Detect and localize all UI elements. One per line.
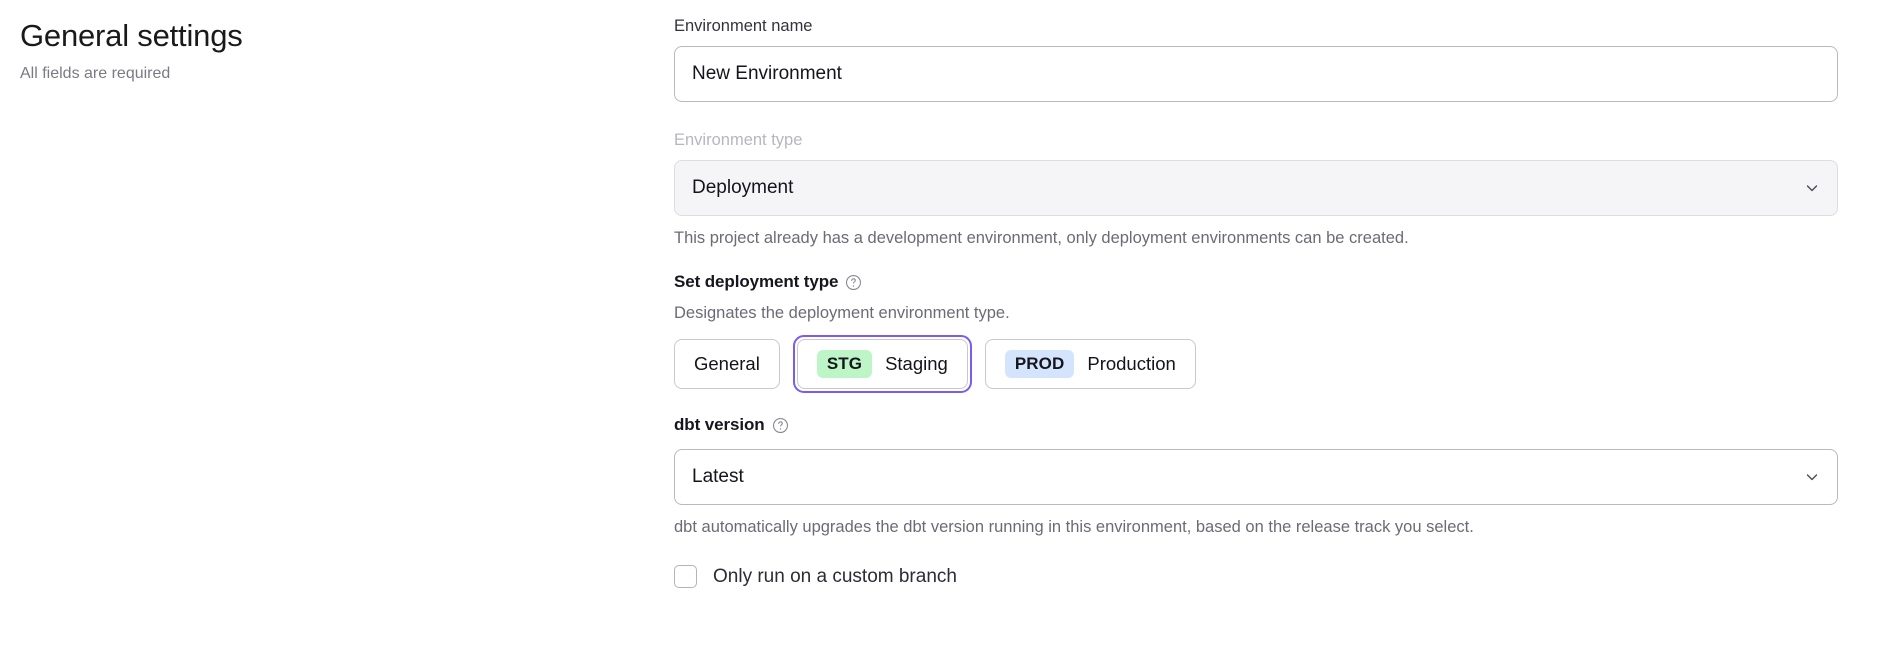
environment-name-field-group: Environment name New Environment [674, 14, 1838, 102]
deployment-type-option-staging[interactable]: STG Staging [796, 339, 968, 389]
deployment-type-description: Designates the deployment environment ty… [674, 304, 1010, 322]
page-title: General settings [20, 18, 243, 53]
deployment-type-option-staging-wrap: STG Staging [792, 335, 972, 393]
deployment-type-field-group: Set deployment type Designates the deplo… [674, 272, 1838, 393]
general-settings-form: Environment name New Environment Environ… [674, 14, 1838, 588]
custom-branch-checkbox[interactable] [674, 565, 697, 588]
custom-branch-row: Only run on a custom branch [674, 565, 1838, 588]
question-circle-icon[interactable] [845, 274, 862, 291]
deployment-type-option-general[interactable]: General [674, 339, 780, 389]
deployment-type-options: General STG Staging PROD Production [674, 335, 1838, 393]
environment-type-value: Deployment [692, 177, 794, 198]
chevron-down-icon [1804, 469, 1820, 485]
dbt-version-value: Latest [692, 466, 744, 487]
deployment-type-option-general-wrap: General [674, 339, 780, 389]
staging-badge: STG [816, 350, 873, 378]
dbt-version-label: dbt version [674, 415, 765, 434]
deployment-type-option-production[interactable]: PROD Production [984, 339, 1196, 389]
chevron-down-icon [1804, 180, 1820, 196]
environment-name-input[interactable]: New Environment [674, 46, 1838, 102]
deployment-type-option-general-label: General [694, 353, 760, 374]
environment-type-label: Environment type [674, 131, 803, 149]
environment-type-select[interactable]: Deployment [674, 160, 1838, 216]
page-header: General settings All fields are required [20, 16, 520, 86]
dbt-version-help-text: dbt automatically upgrades the dbt versi… [674, 518, 1474, 536]
environment-type-field-group: Environment type Deployment This project… [674, 128, 1838, 250]
environment-type-help-text: This project already has a development e… [674, 229, 1409, 247]
page-subtitle: All fields are required [20, 65, 171, 82]
deployment-type-heading-row: Set deployment type [674, 272, 1838, 292]
deployment-type-heading: Set deployment type [674, 272, 839, 291]
deployment-type-option-staging-label: Staging [885, 353, 948, 374]
deployment-type-option-production-label: Production [1087, 353, 1176, 374]
environment-name-label: Environment name [674, 17, 813, 35]
dbt-version-select[interactable]: Latest [674, 449, 1838, 505]
question-circle-icon[interactable] [772, 417, 789, 434]
dbt-version-heading-row: dbt version [674, 415, 1838, 435]
production-badge: PROD [1004, 350, 1075, 378]
deployment-type-option-production-wrap: PROD Production [984, 339, 1196, 389]
dbt-version-field-group: dbt version Latest dbt automatica [674, 415, 1838, 539]
custom-branch-label: Only run on a custom branch [713, 565, 957, 587]
